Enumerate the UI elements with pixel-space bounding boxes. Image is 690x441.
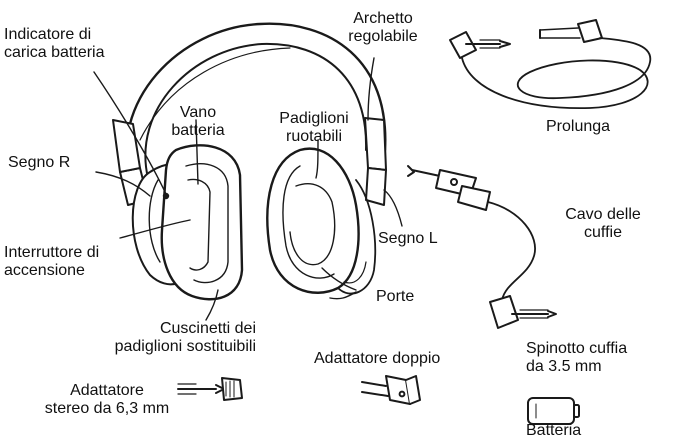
headphones-illustration bbox=[113, 24, 386, 300]
label-battery-compartment-line1: Vano bbox=[158, 104, 238, 122]
label-ports: Porte bbox=[376, 288, 414, 306]
label-headphone-cable-line2: cuffie bbox=[548, 224, 658, 242]
label-battery-indicator-line1: Indicatore di bbox=[4, 26, 105, 44]
dual-adapter-illustration bbox=[362, 376, 420, 404]
label-stereo-adapter-line2: stereo da 6,3 mm bbox=[40, 400, 174, 418]
label-dual-adapter: Adattatore doppio bbox=[314, 350, 440, 368]
label-headphone-cable-line1: Cavo delle bbox=[548, 206, 658, 224]
label-plug-line2: da 3.5 mm bbox=[526, 358, 627, 376]
battery-illustration bbox=[528, 398, 579, 424]
label-ear-cushions: Cuscinetti dei padiglioni sostituibili bbox=[40, 320, 256, 356]
label-l-mark: Segno L bbox=[378, 230, 438, 248]
extension-cable-illustration bbox=[450, 20, 650, 108]
label-stereo-adapter: Adattatore stereo da 6,3 mm bbox=[40, 382, 174, 418]
label-r-mark: Segno R bbox=[8, 154, 70, 172]
label-headband-line2: regolabile bbox=[328, 28, 438, 46]
label-headphone-cable: Cavo delle cuffie bbox=[548, 206, 658, 242]
label-stereo-adapter-line1: Adattatore bbox=[40, 382, 174, 400]
label-power-switch: Interruttore di accensione bbox=[4, 244, 99, 280]
label-battery-compartment-line2: batteria bbox=[158, 122, 238, 140]
label-rotating-earcups-line2: ruotabili bbox=[264, 128, 364, 146]
label-extension-cable: Prolunga bbox=[546, 118, 610, 136]
label-headband: Archetto regolabile bbox=[328, 10, 438, 46]
stereo-adapter-illustration bbox=[178, 378, 242, 400]
label-power-switch-line1: Interruttore di bbox=[4, 244, 99, 262]
label-rotating-earcups: Padiglioni ruotabili bbox=[264, 110, 364, 146]
label-rotating-earcups-line1: Padiglioni bbox=[264, 110, 364, 128]
label-power-switch-line2: accensione bbox=[4, 262, 99, 280]
label-headband-line1: Archetto bbox=[328, 10, 438, 28]
label-plug-line1: Spinotto cuffia bbox=[526, 340, 627, 358]
label-ear-cushions-line2: padiglioni sostituibili bbox=[40, 338, 256, 356]
label-ear-cushions-line1: Cuscinetti dei bbox=[40, 320, 256, 338]
label-battery: Batteria bbox=[526, 422, 581, 440]
label-battery-indicator: Indicatore di carica batteria bbox=[4, 26, 105, 62]
label-battery-indicator-line2: carica batteria bbox=[4, 44, 105, 62]
label-battery-compartment: Vano batteria bbox=[158, 104, 238, 140]
label-plug: Spinotto cuffia da 3.5 mm bbox=[526, 340, 627, 376]
